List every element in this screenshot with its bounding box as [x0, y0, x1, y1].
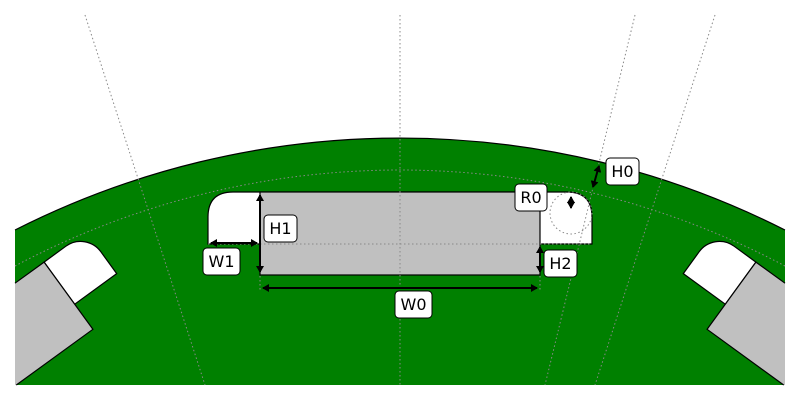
radial-line-left [84, 14, 206, 386]
r0-circle [549, 191, 593, 235]
label-w0-text: W0 [401, 295, 427, 314]
label-r0-text: R0 [520, 188, 541, 207]
slot-left-magnet [15, 262, 93, 385]
label-w1: W1 [202, 247, 241, 276]
slot-left-pocket [43, 240, 118, 306]
label-w0: W0 [394, 290, 433, 319]
h0-arrow [590, 165, 602, 188]
rotor-outer-edge [14, 137, 786, 231]
label-r0: R0 [514, 183, 548, 212]
label-h1-text: H1 [269, 219, 291, 238]
label-w1-text: W1 [209, 252, 235, 271]
label-h1: H1 [263, 214, 298, 243]
label-h0-text: H0 [611, 162, 633, 181]
label-h2: H2 [543, 249, 578, 278]
radial-line-right-1 [544, 14, 636, 386]
slot-left [14, 240, 118, 386]
slot-center [207, 191, 593, 276]
reference-circle [14, 169, 786, 267]
radial-line-right-2 [594, 14, 716, 386]
slot-right-pocket [682, 240, 757, 306]
label-h2-text: H2 [549, 254, 571, 273]
slot-right [682, 240, 786, 386]
slot-right-magnet [707, 262, 785, 385]
label-h0: H0 [605, 157, 640, 186]
